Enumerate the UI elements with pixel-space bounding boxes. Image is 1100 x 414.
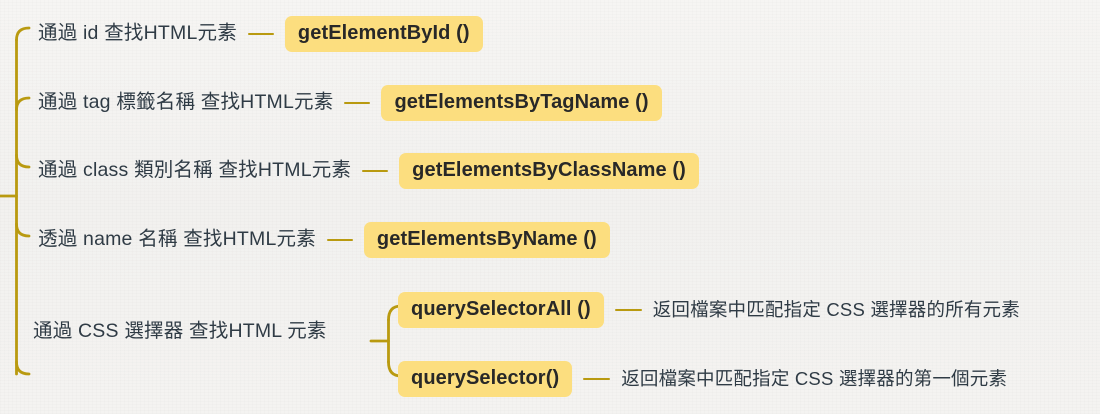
branch-row-name[interactable]: 透過 name 名稱 查找HTML元素 getElementsByName () bbox=[38, 222, 610, 258]
branch-label-class: 通過 class 類別名稱 查找HTML元素 bbox=[38, 159, 352, 182]
elbow-branch-css bbox=[15, 360, 31, 376]
elbow-branch-tag bbox=[15, 96, 31, 112]
connector-line-tag bbox=[344, 101, 371, 105]
connector-line-class bbox=[362, 169, 389, 173]
method-badge-get-elements-by-name[interactable]: getElementsByName () bbox=[363, 222, 610, 258]
branch-label-id: 通過 id 查找HTML元素 bbox=[38, 22, 237, 45]
description-query-selector: 返回檔案中匹配指定 CSS 選擇器的第一個元素 bbox=[621, 367, 1008, 389]
method-badge-get-element-by-id[interactable]: getElementById () bbox=[284, 16, 483, 52]
method-badge-query-selector-all[interactable]: querySelectorAll () bbox=[398, 292, 604, 328]
method-badge-get-elements-by-class-name[interactable]: getElementsByClassName () bbox=[399, 153, 699, 189]
connector-line-query-selector bbox=[583, 377, 611, 381]
connector-line-id bbox=[247, 32, 274, 36]
elbow-branch-id bbox=[15, 26, 31, 42]
connector-line-query-selector-all bbox=[614, 308, 642, 312]
branch-row-class[interactable]: 通過 class 類別名稱 查找HTML元素 getElementsByClas… bbox=[38, 153, 699, 189]
branch-label-name: 透過 name 名稱 查找HTML元素 bbox=[38, 228, 316, 251]
branch-label-css: 通過 CSS 選擇器 查找HTML 元素 bbox=[33, 320, 327, 342]
branch-row-id[interactable]: 通過 id 查找HTML元素 getElementById () bbox=[38, 16, 483, 52]
connector-line-name bbox=[326, 238, 353, 242]
elbow-branch-class bbox=[15, 153, 31, 169]
branch-row-tag[interactable]: 通過 tag 標籤名稱 查找HTML元素 getElementsByTagNam… bbox=[38, 85, 662, 121]
sub-branch-row-query-selector-all[interactable]: querySelectorAll () 返回檔案中匹配指定 CSS 選擇器的所有… bbox=[398, 292, 1020, 328]
branch-row-css[interactable]: 通過 CSS 選擇器 查找HTML 元素 bbox=[33, 320, 327, 342]
sub-branch-row-query-selector[interactable]: querySelector() 返回檔案中匹配指定 CSS 選擇器的第一個元素 bbox=[398, 361, 1007, 397]
branch-label-tag: 通過 tag 標籤名稱 查找HTML元素 bbox=[38, 91, 334, 114]
method-badge-query-selector[interactable]: querySelector() bbox=[398, 361, 573, 397]
elbow-branch-name bbox=[15, 222, 31, 238]
description-query-selector-all: 返回檔案中匹配指定 CSS 選擇器的所有元素 bbox=[652, 298, 1020, 320]
method-badge-get-elements-by-tag-name[interactable]: getElementsByTagName () bbox=[381, 85, 662, 121]
